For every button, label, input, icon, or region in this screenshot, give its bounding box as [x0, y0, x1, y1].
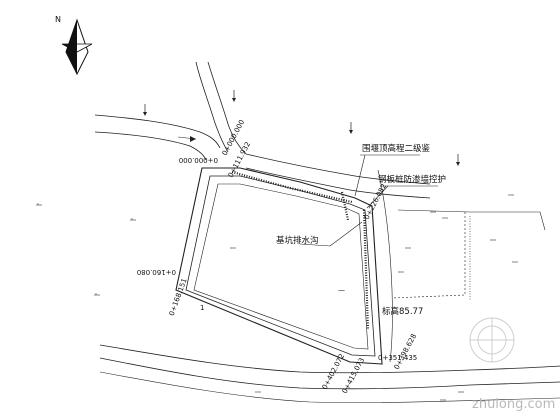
north-arrow-icon [61, 18, 93, 76]
flow-arrow-icon [456, 154, 460, 166]
callout-leaders [299, 154, 438, 247]
station-label: 0+000.000 [179, 156, 218, 164]
flow-arrow-icon [349, 122, 353, 134]
station-label: 0+226.082 [363, 183, 388, 221]
terrain-symbols [36, 194, 518, 401]
flow-arrows [143, 90, 460, 166]
sheet-pile-hatch [231, 170, 370, 331]
river-bottom [99, 344, 560, 403]
station-label: 0+168.151 [168, 277, 189, 317]
watermark-text: zhulong.com [472, 397, 555, 412]
watermark-logo [469, 317, 515, 363]
callout-1: 围堰顶高程二级鉴 [362, 143, 431, 154]
callout-2: 钢板桩防渗墙控护 [378, 174, 446, 185]
station-label: 0+398.628 [393, 333, 418, 371]
flow-arrow-icon [232, 90, 236, 102]
north-label: N [55, 15, 61, 24]
station-label: 0+351.435 [378, 354, 417, 362]
marker: 1 [200, 304, 204, 312]
road-upper-left [94, 61, 247, 161]
marker: — [338, 286, 345, 294]
terrain-right [377, 169, 546, 363]
cofferdam-outer [175, 167, 383, 365]
callout-3: 基坑排水沟 [276, 235, 319, 246]
station-label: 0+160.080 [137, 268, 176, 276]
flow-arrow-icon [143, 104, 147, 116]
road-upper-right [245, 153, 431, 199]
station-label: 0+402.072 [321, 353, 346, 391]
station-label: 标高85.77 [382, 306, 423, 317]
